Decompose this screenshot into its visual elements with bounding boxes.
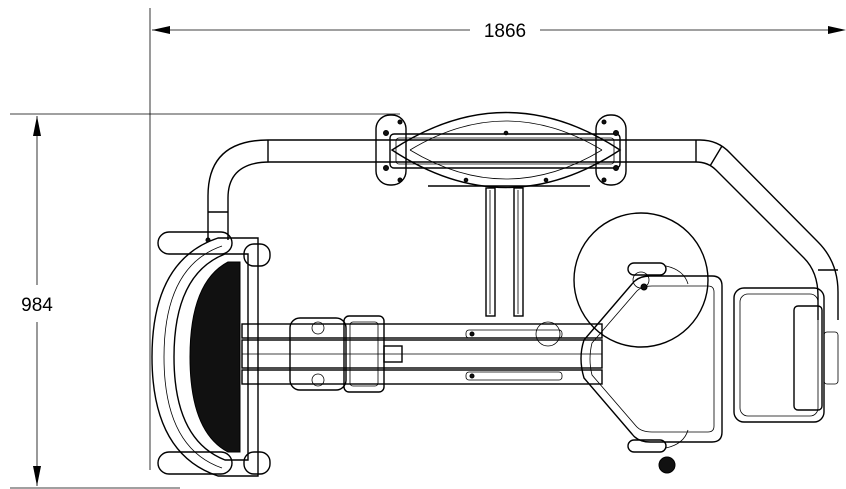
frame-tube: [207, 139, 839, 320]
width-label: 1866: [484, 21, 526, 42]
backrest: [733, 287, 839, 423]
flywheel-disc: [573, 212, 709, 348]
height-label: 984: [21, 295, 53, 316]
arrow-up-icon: [33, 116, 41, 136]
foot-platform: [151, 231, 271, 477]
arrow-left-icon: [152, 26, 170, 34]
handles: [627, 262, 689, 474]
top-wheel-assembly: [375, 111, 627, 189]
width-dimension: 1866: [149, 8, 846, 470]
height-dimension: 984: [10, 113, 400, 489]
rail-assembly: [241, 315, 603, 393]
support-posts: [485, 187, 524, 317]
arrow-right-icon: [828, 26, 846, 34]
seat: [580, 275, 723, 443]
arrow-down-icon: [33, 466, 41, 486]
